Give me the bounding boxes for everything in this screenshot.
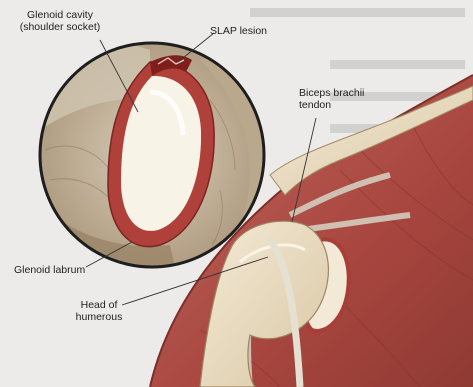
label-head-line2: humerous — [72, 311, 126, 323]
label-glenoid-cavity: Glenoid cavity (shoulder socket) — [8, 9, 112, 33]
label-slap-lesion: SLAP lesion — [210, 25, 267, 37]
label-head-of-humerous: Head of humerous — [72, 299, 126, 323]
label-biceps-line2: tendon — [299, 99, 364, 111]
label-biceps-line1: Biceps brachii — [299, 87, 364, 99]
label-glenoid-labrum: Glenoid labrum — [14, 264, 85, 276]
label-biceps-brachii-tendon: Biceps brachii tendon — [299, 87, 364, 111]
label-glenoid-cavity-line1: Glenoid cavity — [8, 9, 112, 21]
label-head-line1: Head of — [72, 299, 126, 311]
label-glenoid-cavity-line2: (shoulder socket) — [8, 21, 112, 33]
